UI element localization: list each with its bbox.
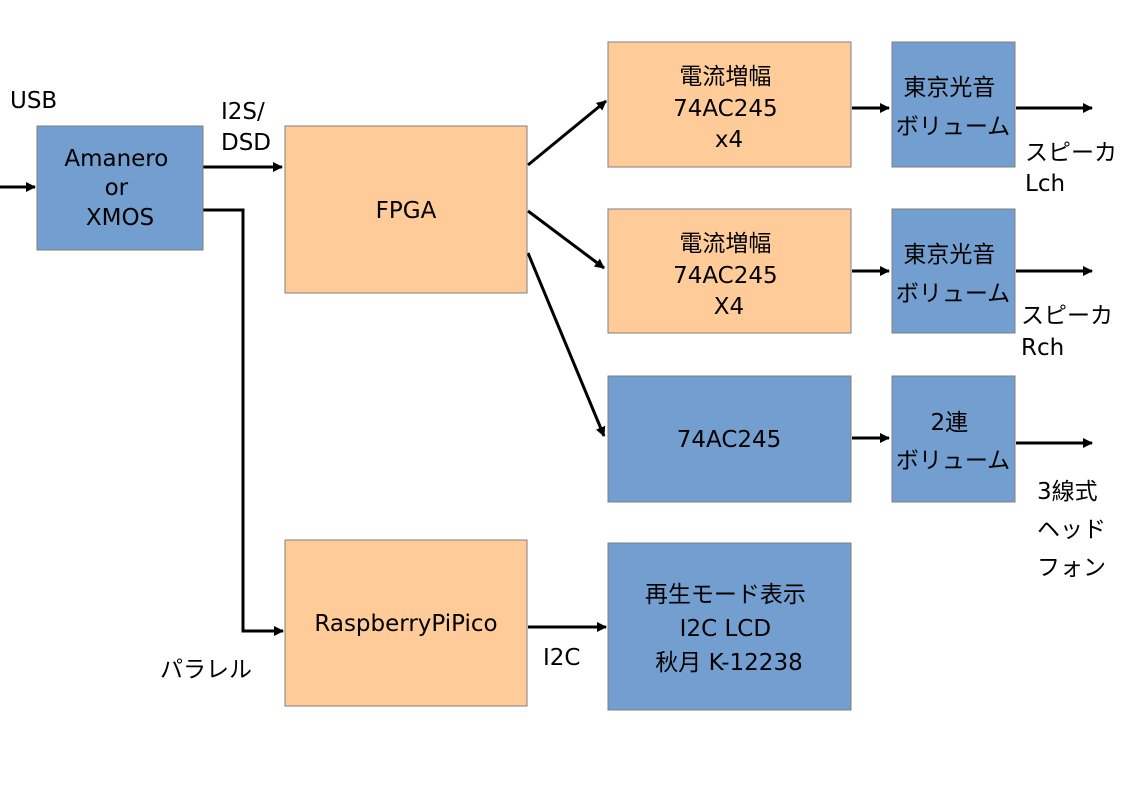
speaker-r-label-1: スピーカ [1021, 303, 1113, 329]
fpga-to-amp-l-arrow [527, 99, 607, 167]
parallel-label: パラレル [160, 657, 252, 683]
fpga-label: FPGA [376, 198, 437, 224]
amanero-line-2: or [105, 175, 129, 201]
block-amp-l: 電流増幅 74AC245 x4 [607, 41, 852, 168]
svg-text:74AC245: 74AC245 [677, 427, 782, 453]
vol-r-line-1: 東京光音 [903, 242, 995, 268]
amanero-line-3: XMOS [86, 205, 154, 231]
amp-r-line-2: 74AC245 [673, 263, 778, 289]
block-vol-l: 東京光音 ボリューム [891, 41, 1016, 168]
vol-hp-line-2: ボリューム [896, 448, 1010, 474]
amp-l-line-1: 電流増幅 [679, 64, 771, 90]
i2s-label: I2S/ [221, 99, 265, 125]
svg-text:FPGA: FPGA [376, 198, 437, 224]
amp-r-line-1: 電流増幅 [679, 231, 771, 257]
svg-text:電流増幅 74AC245 X4: 電流増幅 74AC245 X4 [673, 231, 785, 320]
fpga-to-amp-r-arrow [527, 209, 605, 270]
speaker-l-label-2: Lch [1025, 171, 1065, 197]
vol-l-line-1: 東京光音 [903, 75, 995, 101]
buf-hp-label: 74AC245 [677, 427, 782, 453]
block-pico: RaspberryPiPico [284, 539, 528, 707]
svg-text:東京光音 ボリューム: 東京光音 ボリューム [896, 242, 1010, 307]
block-fpga: FPGA [284, 125, 528, 294]
vol-hp-line-1: 2連 [931, 410, 969, 436]
svg-text:電流増幅 74AC245 x4: 電流増幅 74AC245 x4 [673, 64, 785, 153]
vol-r-line-2: ボリューム [896, 281, 1010, 307]
lcd-line-3: 秋月 K-12238 [655, 650, 802, 676]
fpga-to-buf-hp-arrow [526, 252, 606, 437]
svg-text:Amanero or XMOS: Amanero or XMOS [64, 146, 175, 231]
svg-text:東京光音 ボリューム: 東京光音 ボリューム [896, 75, 1010, 140]
headphone-label-1: 3線式 [1037, 479, 1098, 505]
speaker-r-label-2: Rch [1021, 335, 1064, 361]
block-lcd: 再生モード表示 I2C LCD 秋月 K-12238 [607, 542, 852, 711]
headphone-label-3: フォン [1037, 555, 1106, 581]
amp-l-line-2: 74AC245 [673, 96, 778, 122]
pico-label: RaspberryPiPico [314, 611, 497, 637]
svg-text:再生モード表示 I2C LCD 秋月: 再生モード表示 I2C LCD 秋月 K-12238 [645, 582, 813, 676]
block-amp-r: 電流増幅 74AC245 X4 [607, 208, 852, 334]
block-buf-hp: 74AC245 [607, 375, 852, 503]
amanero-line-1: Amanero [64, 146, 168, 172]
block-vol-hp: 2連 ボリューム [891, 375, 1016, 503]
svg-text:RaspberryPiPico: RaspberryPiPico [314, 611, 497, 637]
block-vol-r: 東京光音 ボリューム [891, 208, 1016, 334]
usb-label: USB [10, 88, 57, 114]
i2c-label: I2C [543, 645, 580, 671]
vol-l-line-2: ボリューム [896, 114, 1010, 140]
amp-r-line-3: X4 [714, 294, 744, 320]
lcd-line-2: I2C LCD [680, 616, 771, 642]
connectors [0, 99, 1093, 636]
svg-text:2連 ボリューム: 2連 ボリューム [896, 410, 1010, 474]
parallel-arrow [203, 208, 284, 636]
headphone-label-2: ヘッド [1037, 517, 1106, 543]
edge-labels: USB I2S/ DSD パラレル I2C スピーカ Lch スピーカ Rch … [10, 88, 1117, 683]
lcd-line-1: 再生モード表示 [645, 582, 806, 608]
block-amanero: Amanero or XMOS [36, 125, 204, 251]
amp-l-line-3: x4 [715, 127, 743, 153]
speaker-l-label-1: スピーカ [1025, 140, 1117, 166]
dsd-label: DSD [221, 130, 271, 156]
